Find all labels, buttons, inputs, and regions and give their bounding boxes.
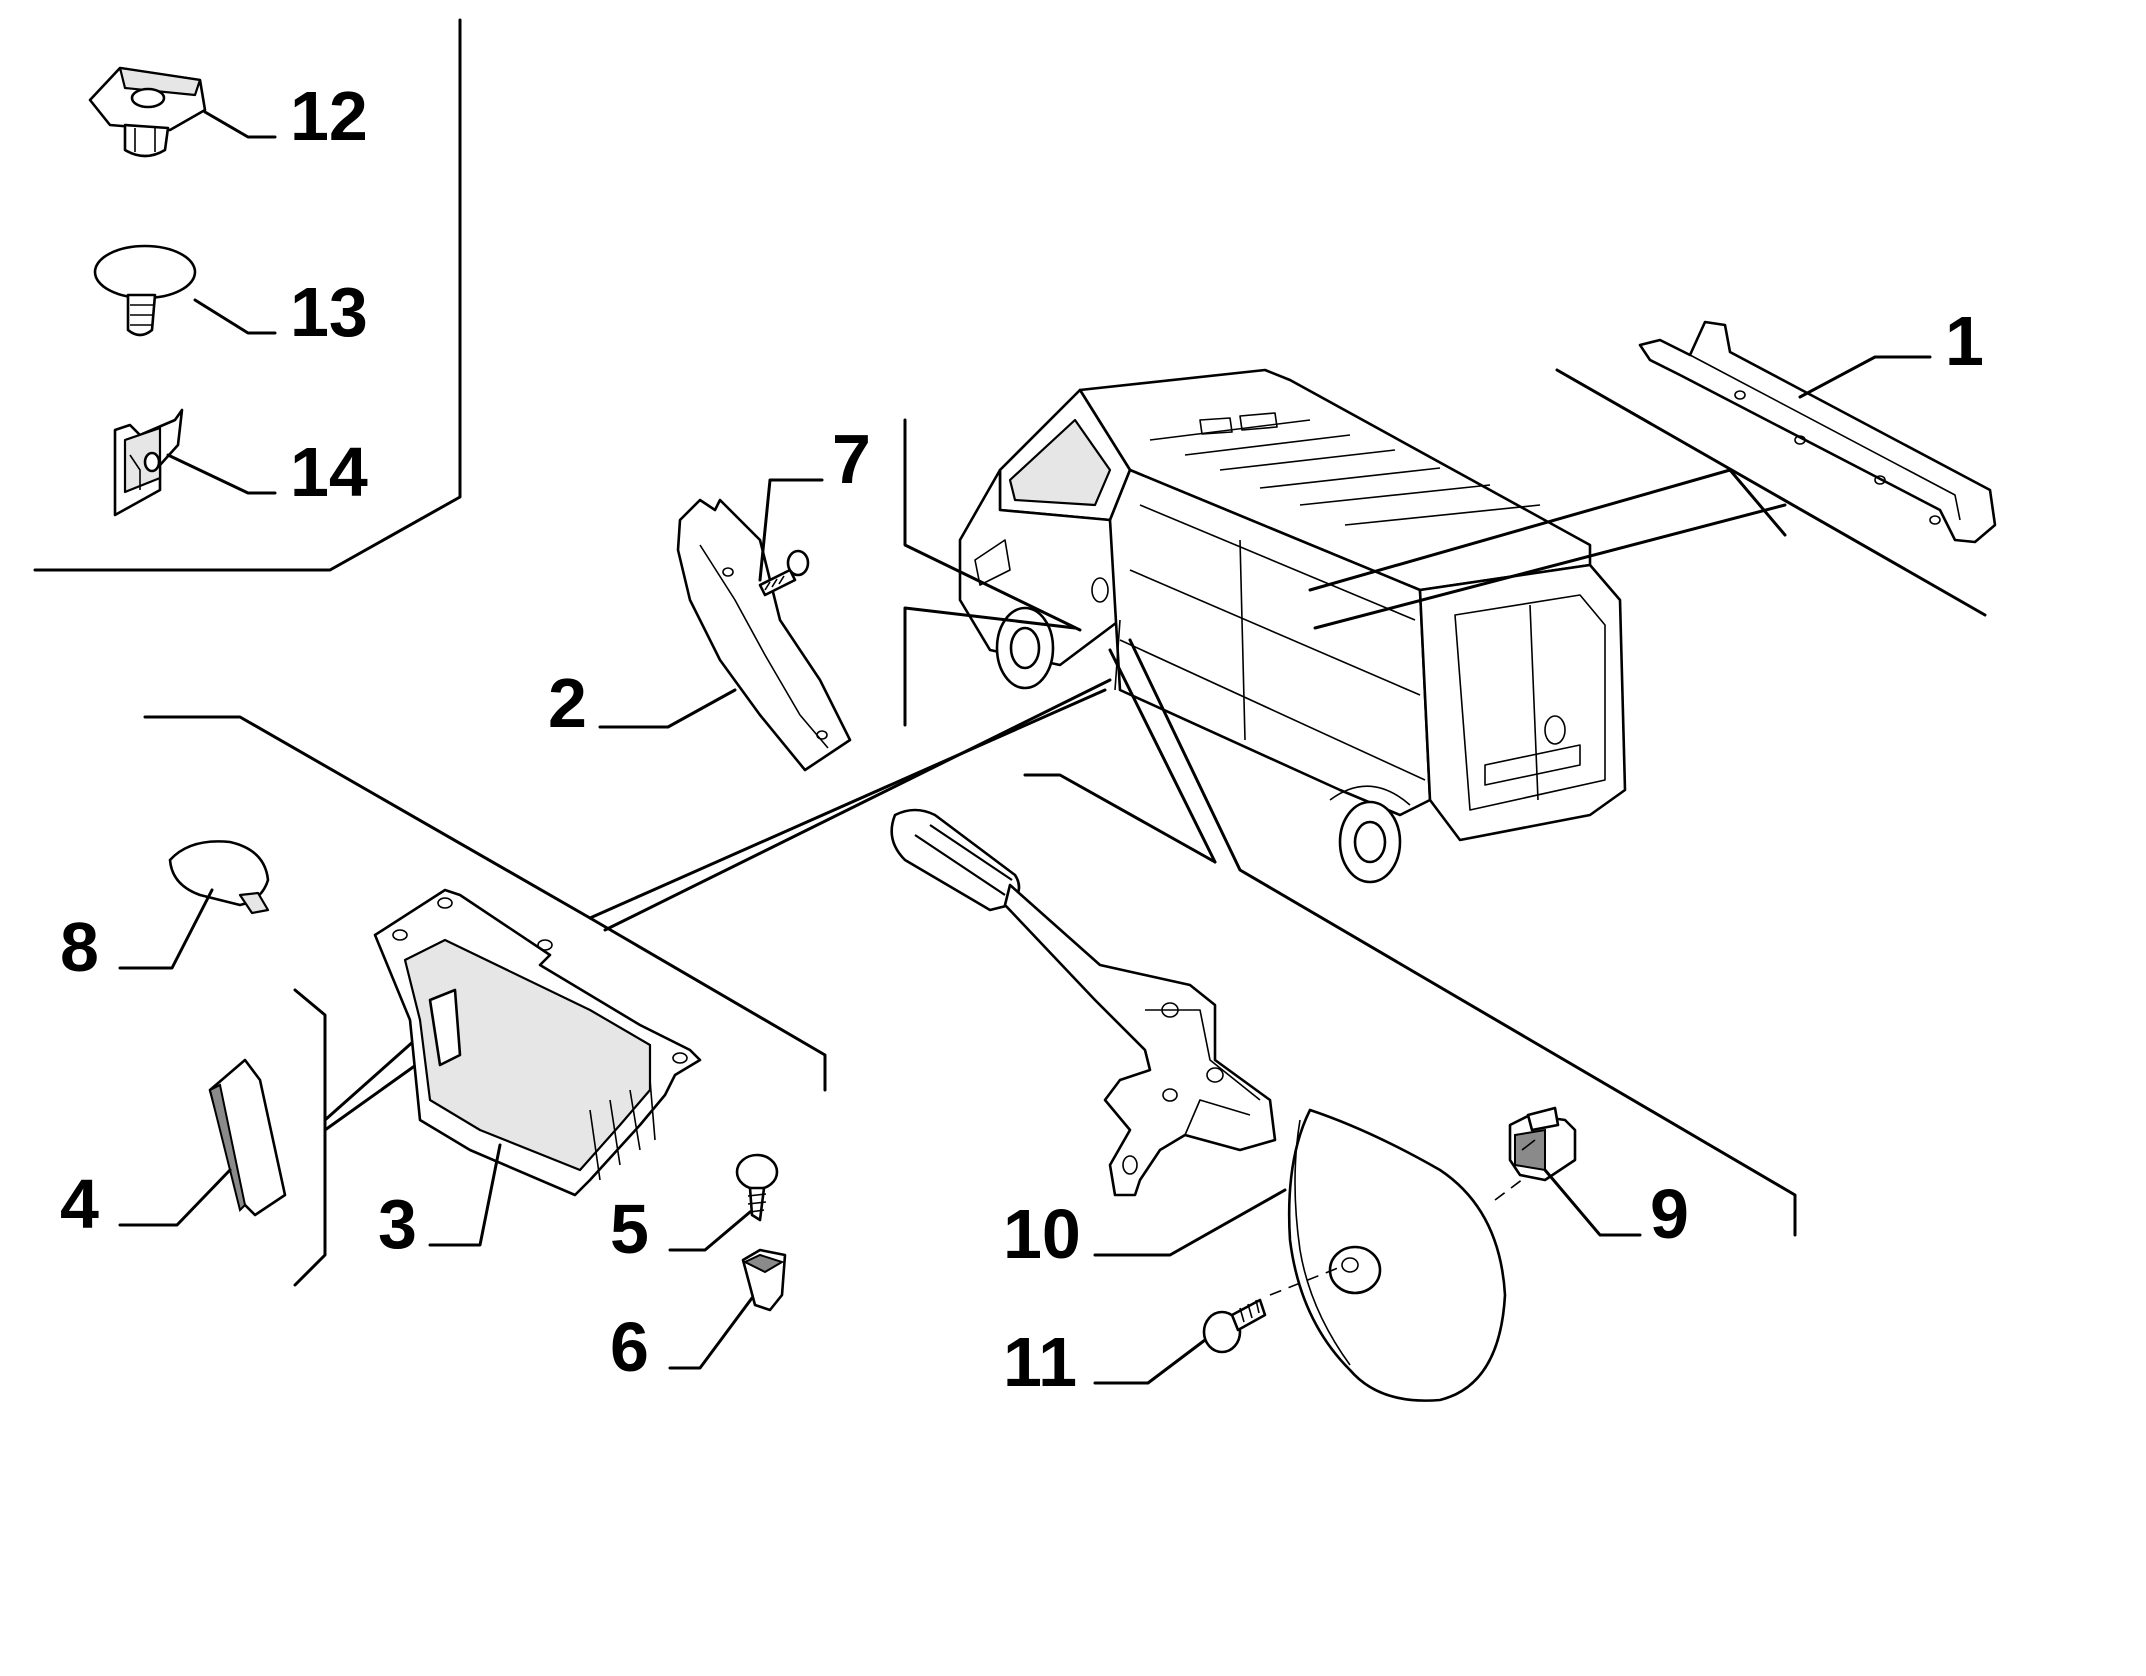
part-9-clip bbox=[1508, 1106, 1577, 1182]
callout-12: 12 bbox=[290, 77, 368, 155]
part-12-clip-nut bbox=[88, 66, 207, 158]
callout-13: 13 bbox=[290, 273, 368, 351]
part-13-push-pin bbox=[93, 244, 197, 337]
callout-3: 3 bbox=[378, 1185, 417, 1263]
callout-4: 4 bbox=[60, 1165, 99, 1243]
callout-2: 2 bbox=[548, 664, 587, 742]
van-illustration bbox=[958, 368, 1627, 884]
fastener-inset-border bbox=[33, 18, 462, 572]
callout-14: 14 bbox=[290, 433, 368, 511]
part-7-bolt bbox=[758, 549, 810, 597]
callout-9: 9 bbox=[1650, 1175, 1689, 1253]
callout-1: 1 bbox=[1945, 302, 1984, 380]
callout-11: 11 bbox=[1003, 1323, 1077, 1401]
callout-5: 5 bbox=[610, 1190, 649, 1268]
part-8-cap bbox=[168, 840, 270, 915]
part-4-trim-panel bbox=[208, 1058, 287, 1217]
part-10-lever-cover bbox=[1287, 1108, 1507, 1402]
part-14-spring-clip bbox=[113, 408, 184, 517]
callout-8: 8 bbox=[60, 908, 99, 986]
callout-6: 6 bbox=[610, 1308, 649, 1386]
callout-7: 7 bbox=[832, 420, 871, 498]
part-11-screw bbox=[1202, 1298, 1267, 1354]
part-6-retainer bbox=[741, 1248, 787, 1312]
part-3-tray bbox=[373, 888, 702, 1197]
part-5-screw bbox=[735, 1153, 779, 1222]
callout-10: 10 bbox=[1003, 1195, 1081, 1273]
part-1-rear-bracket bbox=[1638, 320, 1997, 544]
part-2-curved-trim bbox=[676, 498, 852, 772]
part-10-handbrake-lever bbox=[890, 808, 1277, 1197]
